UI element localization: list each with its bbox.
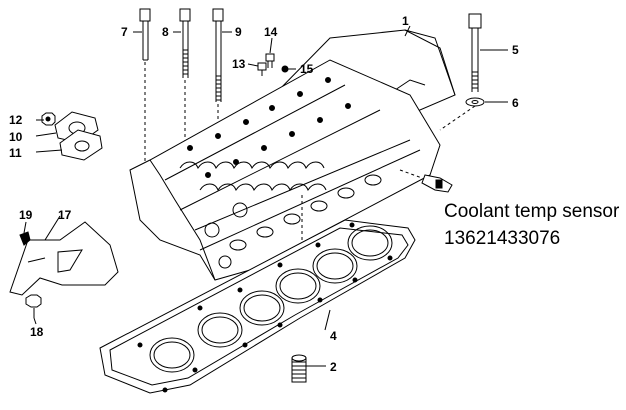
callout-9: 9	[235, 25, 242, 39]
callout-5: 5	[512, 43, 519, 57]
callout-18: 18	[30, 325, 44, 339]
callout-19: 19	[19, 208, 33, 222]
annotation-part-number: 13621433076	[444, 228, 561, 249]
callout-11: 11	[9, 146, 22, 160]
bracket-17	[9, 221, 119, 296]
flange-gasket-11	[59, 129, 103, 161]
callout-6: 6	[512, 96, 519, 110]
callout-14: 14	[264, 25, 278, 39]
bolt-18	[25, 294, 42, 318]
head-bolt-7	[139, 8, 151, 61]
head-bolt-9	[212, 8, 224, 102]
dowel-sleeve-2	[291, 354, 307, 383]
head-bolt-5	[468, 13, 482, 92]
callout-10: 10	[9, 130, 23, 144]
head-bolt-8	[179, 8, 191, 78]
callout-13: 13	[232, 57, 246, 71]
callout-15: 15	[300, 62, 314, 76]
coolant-temp-sensor	[421, 174, 453, 193]
head-gasket	[99, 219, 416, 394]
callout-17: 17	[58, 208, 72, 222]
clip-19	[19, 231, 31, 246]
annotation-title: Coolant temp sensor	[444, 201, 620, 222]
washer-6	[465, 97, 485, 107]
screw-13	[257, 62, 267, 76]
screw-15	[281, 65, 289, 73]
callout-1: 1	[402, 14, 409, 28]
leader-lines	[23, 25, 508, 367]
callout-2: 2	[330, 360, 337, 374]
callout-8: 8	[162, 25, 169, 39]
screw-14	[265, 53, 275, 68]
callout-4: 4	[330, 329, 337, 343]
callout-7: 7	[121, 25, 128, 39]
nut-12	[41, 112, 56, 126]
callout-12: 12	[9, 113, 23, 127]
